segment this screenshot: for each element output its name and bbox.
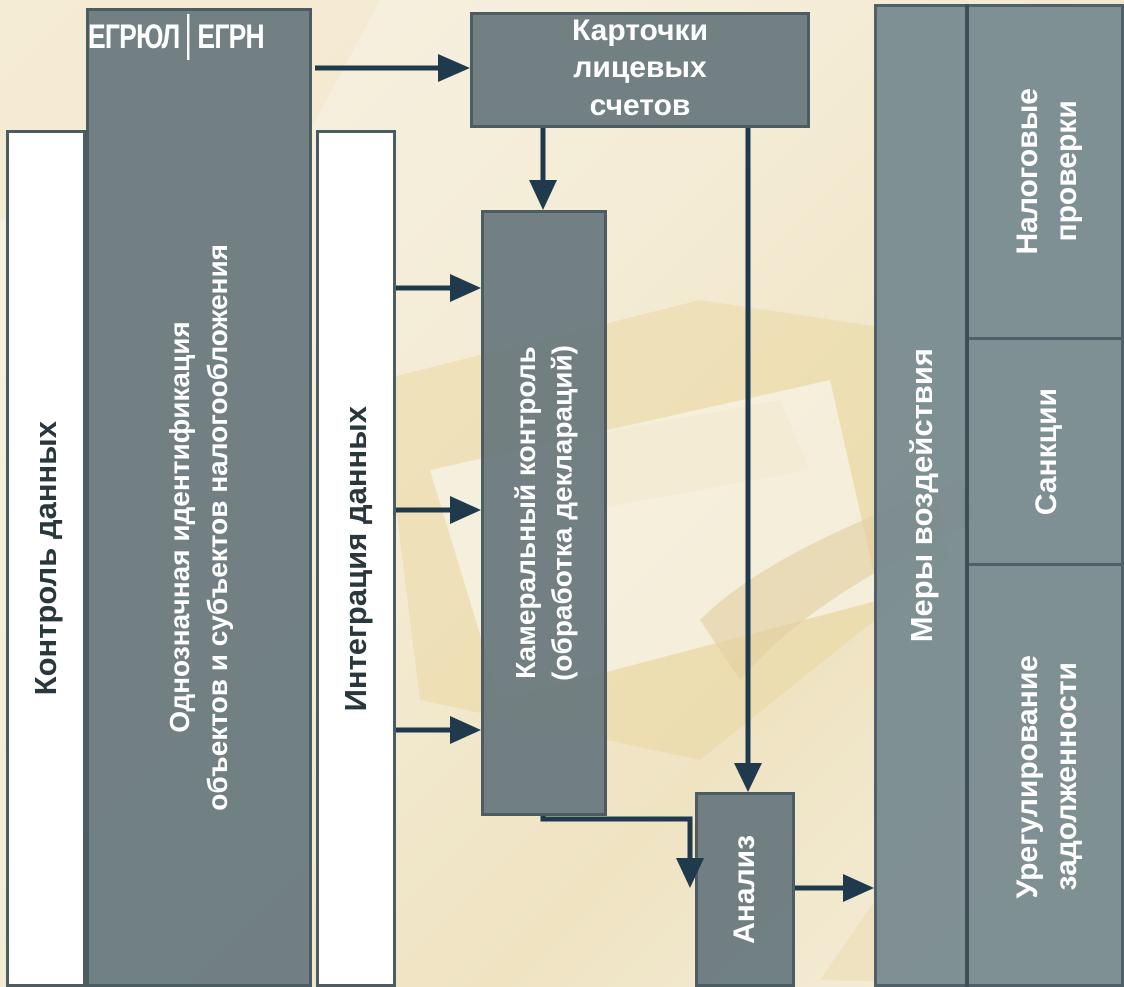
registry-logos: ЕГРЮЛ ЕГРН (88, 12, 265, 62)
sanctions-cell: Санкции (969, 340, 1124, 564)
data-integration-label: Интеграция данных (338, 405, 373, 712)
desk-audit-box: Камеральный контроль (обработка декларац… (481, 210, 607, 816)
logo-separator (187, 14, 190, 60)
arrow-registry-to-cards (315, 54, 470, 82)
debt-line1: Урегулирование (1010, 654, 1044, 899)
desk-audit-label: Камеральный контроль (обработка декларац… (508, 345, 581, 681)
debt-settlement-cell: Урегулирование задолженности (969, 566, 1124, 987)
arrow-integration-to-desk-2 (396, 496, 481, 524)
identification-box: Однозначная идентификация объектов и суб… (86, 8, 312, 987)
arrow-analysis-to-measures (795, 874, 874, 902)
measures-vertical-divider (965, 4, 969, 987)
debt-settlement-label: Урегулирование задолженности (1008, 655, 1086, 898)
egrul-logo: ЕГРЮЛ (88, 17, 180, 56)
arrow-integration-to-desk-1 (396, 274, 481, 302)
arrow-cards-to-analysis (734, 128, 762, 792)
arrow-integration-to-desk-3 (396, 716, 481, 744)
measures-column: Меры воздействия (877, 4, 967, 987)
identification-line1: Однозначная идентификация (164, 321, 196, 734)
analysis-box: Анализ (695, 792, 795, 987)
debt-line2: задолженности (1049, 662, 1083, 891)
data-control-box: Контроль данных (6, 130, 86, 987)
data-integration-box: Интеграция данных (316, 130, 396, 987)
identification-line2: объектов и субъектов налогообложения (202, 244, 233, 811)
account-cards-label: Карточки лицевых счетов (571, 13, 709, 122)
tax-audits-line2: проверки (1049, 100, 1083, 242)
data-control-label: Контроль данных (28, 421, 63, 696)
egrn-logo: ЕГРН (197, 17, 264, 56)
desk-audit-line1: Камеральный контроль (509, 346, 541, 680)
desk-audit-line2: (обработка деклараций) (546, 345, 577, 681)
sanctions-divider (969, 563, 1124, 566)
account-cards-box: Карточки лицевых счетов (470, 12, 810, 128)
tax-audits-divider (969, 337, 1124, 340)
identification-label: Однозначная идентификация объектов и суб… (161, 244, 237, 811)
tax-audits-cell: Налоговые проверки (969, 4, 1124, 338)
arrow-desk-audit-to-analysis (540, 816, 704, 888)
arrow-cards-to-desk-audit (529, 128, 557, 210)
measures-label: Меры воздействия (904, 348, 939, 643)
analysis-label: Анализ (728, 835, 761, 944)
tax-audits-label: Налоговые проверки (1008, 88, 1086, 255)
sanctions-label: Санкции (1029, 388, 1063, 516)
measures-panel (874, 4, 1124, 987)
tax-audits-line1: Налоговые (1010, 87, 1044, 255)
